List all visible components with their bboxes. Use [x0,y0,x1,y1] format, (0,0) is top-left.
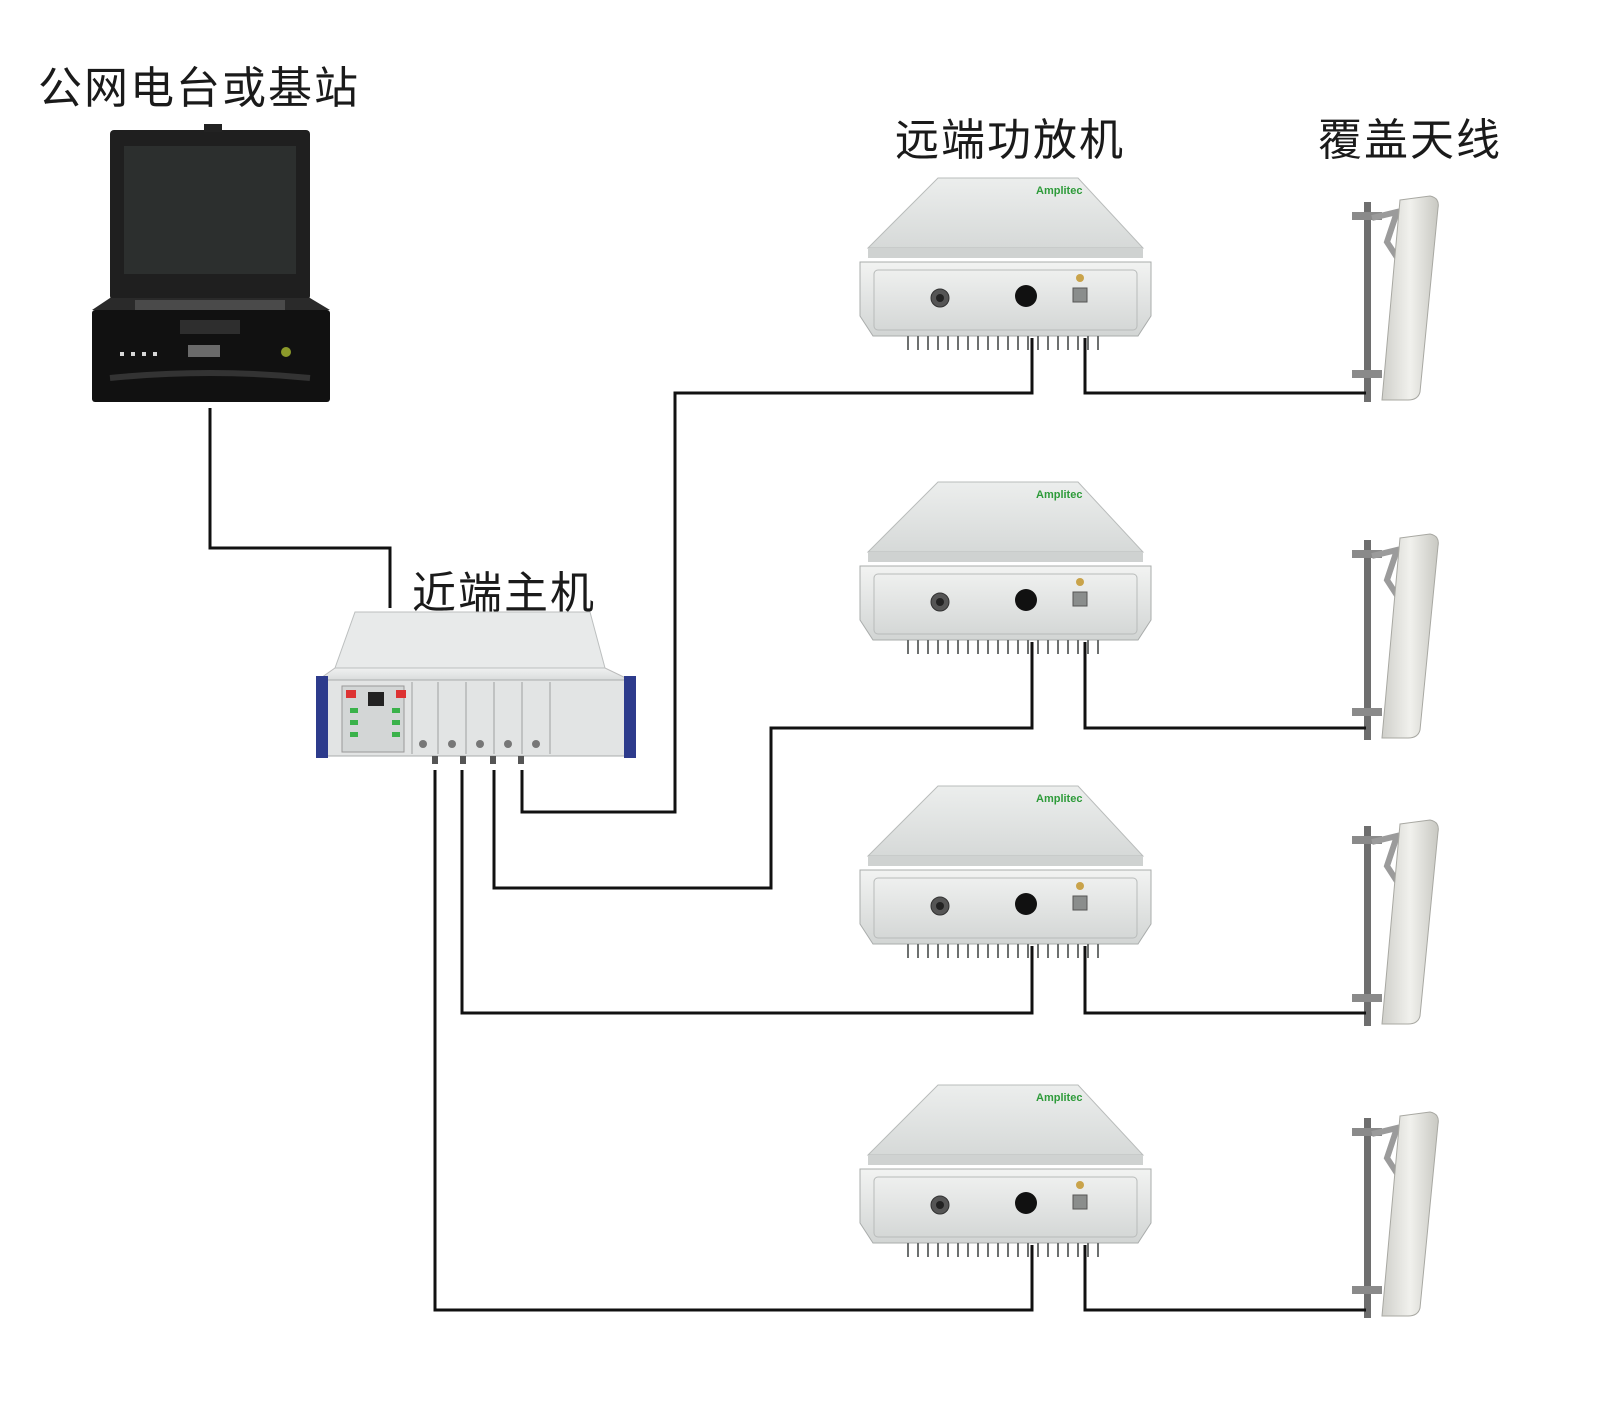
cable-host-to-amp-4 [433,770,1034,1312]
keyboard [135,300,285,310]
cable-host-to-amp-1 [520,338,1034,814]
cable-amp-1-to-antenna-1 [1083,338,1366,395]
near-host-label: 近端主机 [412,568,596,619]
cable-host-to-amp-3 [460,770,1034,1015]
cable-amp-3-to-antenna-3 [1083,946,1366,1015]
remote-amplifier-1 [859,177,1152,351]
cable-basestation-to-host [208,408,392,608]
coverage-antenna-label: 覆盖天线 [1318,115,1502,166]
base-station-laptop [92,124,330,402]
amp-brand-logo-3: Amplitec [1036,793,1082,805]
remote-amplifier-3 [859,785,1152,959]
remote-amplifier-2 [859,481,1152,655]
coverage-antenna-4 [1352,1112,1438,1318]
amp-brand-logo-1: Amplitec [1036,185,1082,197]
remote-amplifier-4 [859,1084,1152,1258]
near-end-host-rack [316,611,636,764]
amp-brand-logo-4: Amplitec [1036,1092,1082,1104]
cable-host-to-amp-2 [492,642,1034,890]
remote-amplifier-label: 远端功放机 [895,115,1125,166]
cables [208,338,1366,1312]
amp-brand-logo-2: Amplitec [1036,489,1082,501]
cable-amp-4-to-antenna-4 [1083,1245,1366,1312]
base-station-label: 公网电台或基站 [38,63,360,114]
coverage-antenna-3 [1352,820,1438,1026]
coverage-antenna-2 [1352,534,1438,740]
coverage-antenna-1 [1352,196,1438,402]
cable-amp-2-to-antenna-2 [1083,642,1366,730]
